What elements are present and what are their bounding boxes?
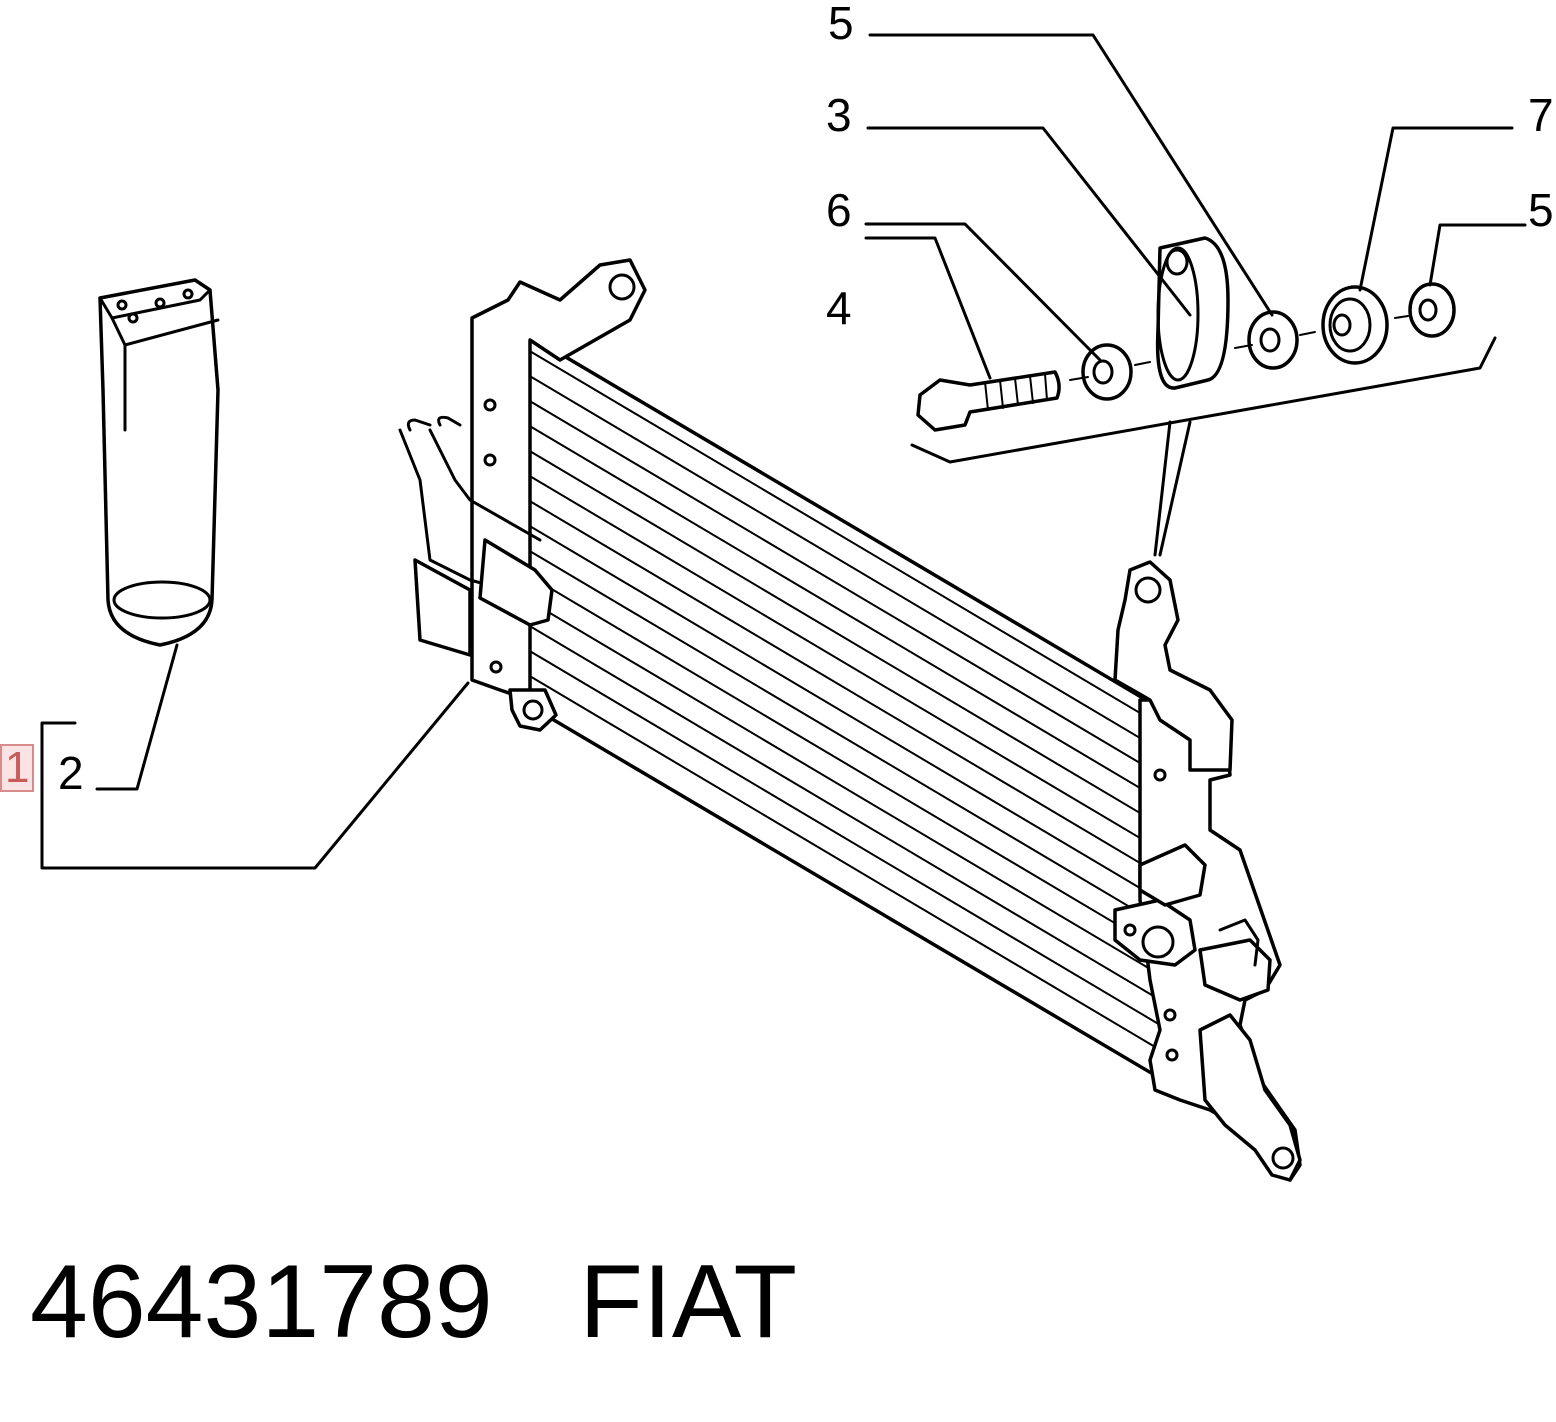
callout-1[interactable]: 1	[0, 744, 35, 792]
callout-5-right: 5	[1528, 184, 1554, 236]
washer-5-inner	[1247, 310, 1299, 370]
part-number: 46431789	[30, 1244, 493, 1360]
washer-6	[1081, 343, 1133, 401]
spacer-3	[1155, 236, 1230, 390]
callout-5-top: 5	[828, 0, 854, 49]
callout-4: 4	[826, 282, 852, 334]
callout-2: 2	[58, 747, 84, 799]
footer-caption: 46431789 FIAT	[30, 1250, 797, 1354]
bushing-7	[1321, 285, 1389, 365]
receiver-drier	[98, 278, 220, 647]
callout-3: 3	[826, 89, 852, 141]
leader-lines	[40, 33, 1527, 870]
assembly-axis	[1069, 315, 1409, 381]
condenser	[398, 258, 1302, 1182]
callout-6: 6	[826, 184, 852, 236]
callout-7: 7	[1528, 89, 1554, 141]
brand-name: FIAT	[579, 1244, 798, 1360]
washer-5-outer	[1408, 282, 1456, 338]
bolt	[916, 370, 1061, 432]
